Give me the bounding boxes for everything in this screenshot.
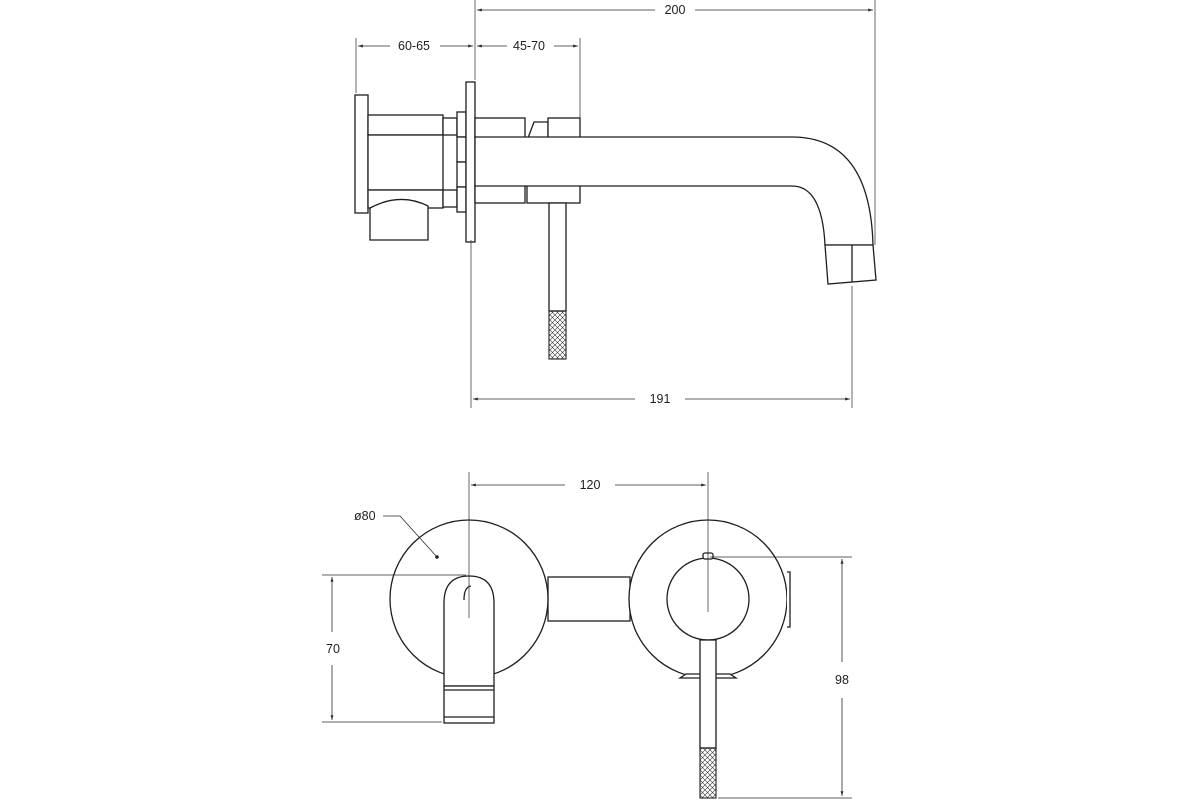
dim-lever-height: 98: [710, 556, 852, 799]
dim-label-overall-length: 200: [665, 3, 686, 17]
dim-valve-offset: 45-70: [477, 38, 581, 118]
dim-overall-length: 200: [474, 0, 876, 245]
dim-spout-height: 70: [322, 574, 466, 723]
lever-grip-side: [548, 310, 567, 360]
dim-label-spout-height: 70: [326, 642, 340, 656]
dim-center-distance: 120: [471, 478, 706, 492]
concealed-body: [354, 94, 467, 241]
dim-label-rosette-diameter: ø80: [354, 509, 376, 523]
dim-rosette-diameter: ø80: [354, 509, 439, 559]
dim-label-spout-reach: 191: [650, 392, 671, 406]
dim-body-depth: 60-65: [355, 38, 473, 93]
lever-side: [548, 202, 567, 312]
spout-aerator-side: [824, 244, 877, 285]
dim-spout-reach: 191: [470, 240, 853, 408]
wall-plate: [465, 81, 476, 243]
dim-label-valve-offset: 45-70: [513, 39, 545, 53]
mixer-base: [474, 117, 581, 204]
dim-label-center-distance: 120: [580, 478, 601, 492]
lever-front: [699, 639, 717, 749]
dim-label-lever-height: 98: [835, 673, 849, 687]
dim-label-body-depth: 60-65: [398, 39, 430, 53]
side-view: 200 60-65 45-70 191: [354, 0, 877, 408]
lever-grip-front: [699, 747, 717, 799]
connecting-bar: [547, 576, 631, 622]
front-view: 120 ø80 70 98: [322, 472, 852, 799]
